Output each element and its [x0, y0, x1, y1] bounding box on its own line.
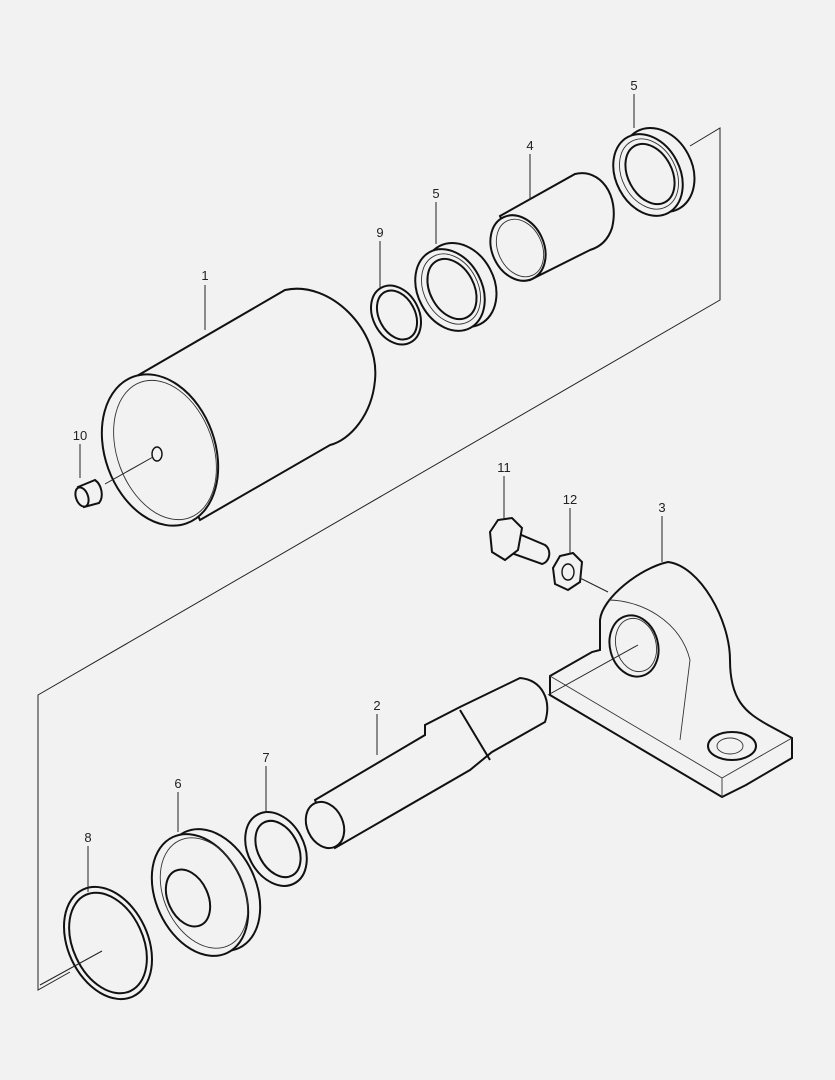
pillow-block-bracket-part [547, 516, 793, 799]
hex-bolt-part [488, 476, 551, 566]
callout-8: 8 [84, 830, 92, 845]
callout-1: 1 [201, 268, 209, 283]
spacer-sleeve-part [489, 154, 615, 282]
callout-12: 12 [562, 492, 578, 507]
hex-nut-part [551, 508, 609, 593]
end-cap-seal-housing-part [150, 792, 262, 957]
flat-washer-part [244, 766, 308, 887]
callout-2: 2 [373, 698, 381, 713]
callout-5a: 5 [432, 186, 440, 201]
roller-drum-part [100, 287, 377, 527]
callout-4: 4 [526, 138, 534, 153]
callout-6: 6 [174, 776, 182, 791]
callout-10: 10 [72, 428, 88, 443]
callout-9: 9 [376, 225, 384, 240]
snap-ring-part [370, 241, 422, 346]
callout-7: 7 [262, 750, 270, 765]
ball-bearing-part-b [612, 94, 696, 217]
callout-11: 11 [497, 460, 511, 475]
callout-3: 3 [658, 500, 666, 515]
retaining-ring-part [39, 846, 153, 1001]
shaft-part [304, 676, 549, 850]
grease-plug-part [74, 444, 103, 509]
ball-bearing-part-a [414, 202, 498, 332]
assembly-bracket-line [37, 127, 721, 991]
callout-5b: 5 [630, 78, 638, 93]
